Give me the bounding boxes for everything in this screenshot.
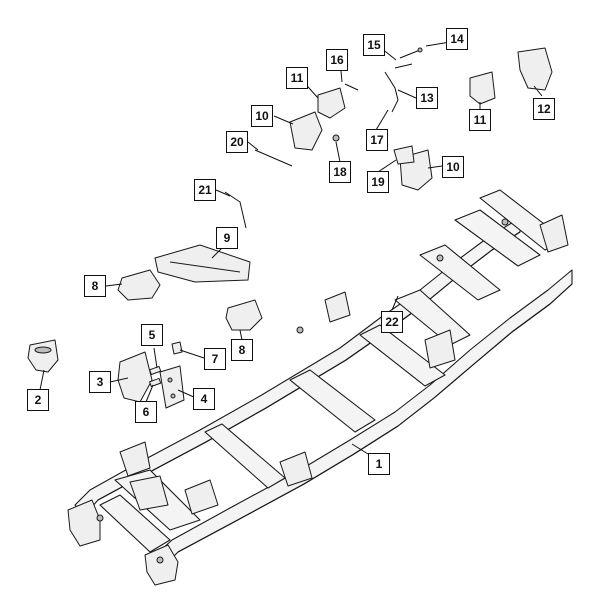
frame-assembly <box>67 189 573 586</box>
callout-2: 2 <box>27 389 49 411</box>
callout-6: 6 <box>135 401 157 423</box>
callout-22: 22 <box>381 311 403 333</box>
part-20-rod <box>254 149 293 167</box>
callout-1: 1 <box>368 453 390 475</box>
callout-21: 21 <box>194 179 216 201</box>
callout-10a: 10 <box>251 105 273 127</box>
part-8-mount-left <box>117 269 161 301</box>
part-21-bar <box>224 191 247 229</box>
part-12-spring-hanger <box>517 47 553 91</box>
part-4-plate <box>159 365 185 409</box>
part-11-mount-right <box>469 71 496 105</box>
part-18-fastener <box>332 134 340 142</box>
callout-20: 20 <box>226 131 248 153</box>
callout-3: 3 <box>89 371 111 393</box>
leader-lines <box>39 41 543 455</box>
part-2-body-mount-bracket <box>27 339 59 373</box>
callout-18: 18 <box>329 161 351 183</box>
callout-11a: 11 <box>286 67 308 89</box>
part-8-mount-right <box>225 299 263 331</box>
part-10-bracket-left <box>289 111 323 151</box>
part-13-17-line <box>384 71 399 113</box>
callout-13: 13 <box>416 87 438 109</box>
callout-16: 16 <box>326 49 348 71</box>
part-9-skid-plate <box>154 244 251 283</box>
part-19-bracket <box>393 145 415 165</box>
callout-12: 12 <box>533 98 555 120</box>
callout-17: 17 <box>366 129 388 151</box>
part-3-bracket <box>117 351 153 403</box>
callout-11b: 11 <box>469 109 491 131</box>
part-6-spacers <box>149 365 162 388</box>
part-7-nut <box>171 341 183 355</box>
part-14-15-clips <box>394 47 423 69</box>
callout-7: 7 <box>204 348 226 370</box>
callout-19: 19 <box>367 171 389 193</box>
callout-14: 14 <box>446 28 468 50</box>
part-11-mount-left <box>317 87 346 119</box>
part-16-bolt <box>344 83 359 91</box>
callout-9: 9 <box>216 227 238 249</box>
callout-5: 5 <box>141 324 163 346</box>
callout-15: 15 <box>363 34 385 56</box>
callout-8a: 8 <box>84 275 106 297</box>
callout-8b: 8 <box>231 339 253 361</box>
callout-4: 4 <box>193 388 215 410</box>
callout-10b: 10 <box>442 156 464 178</box>
